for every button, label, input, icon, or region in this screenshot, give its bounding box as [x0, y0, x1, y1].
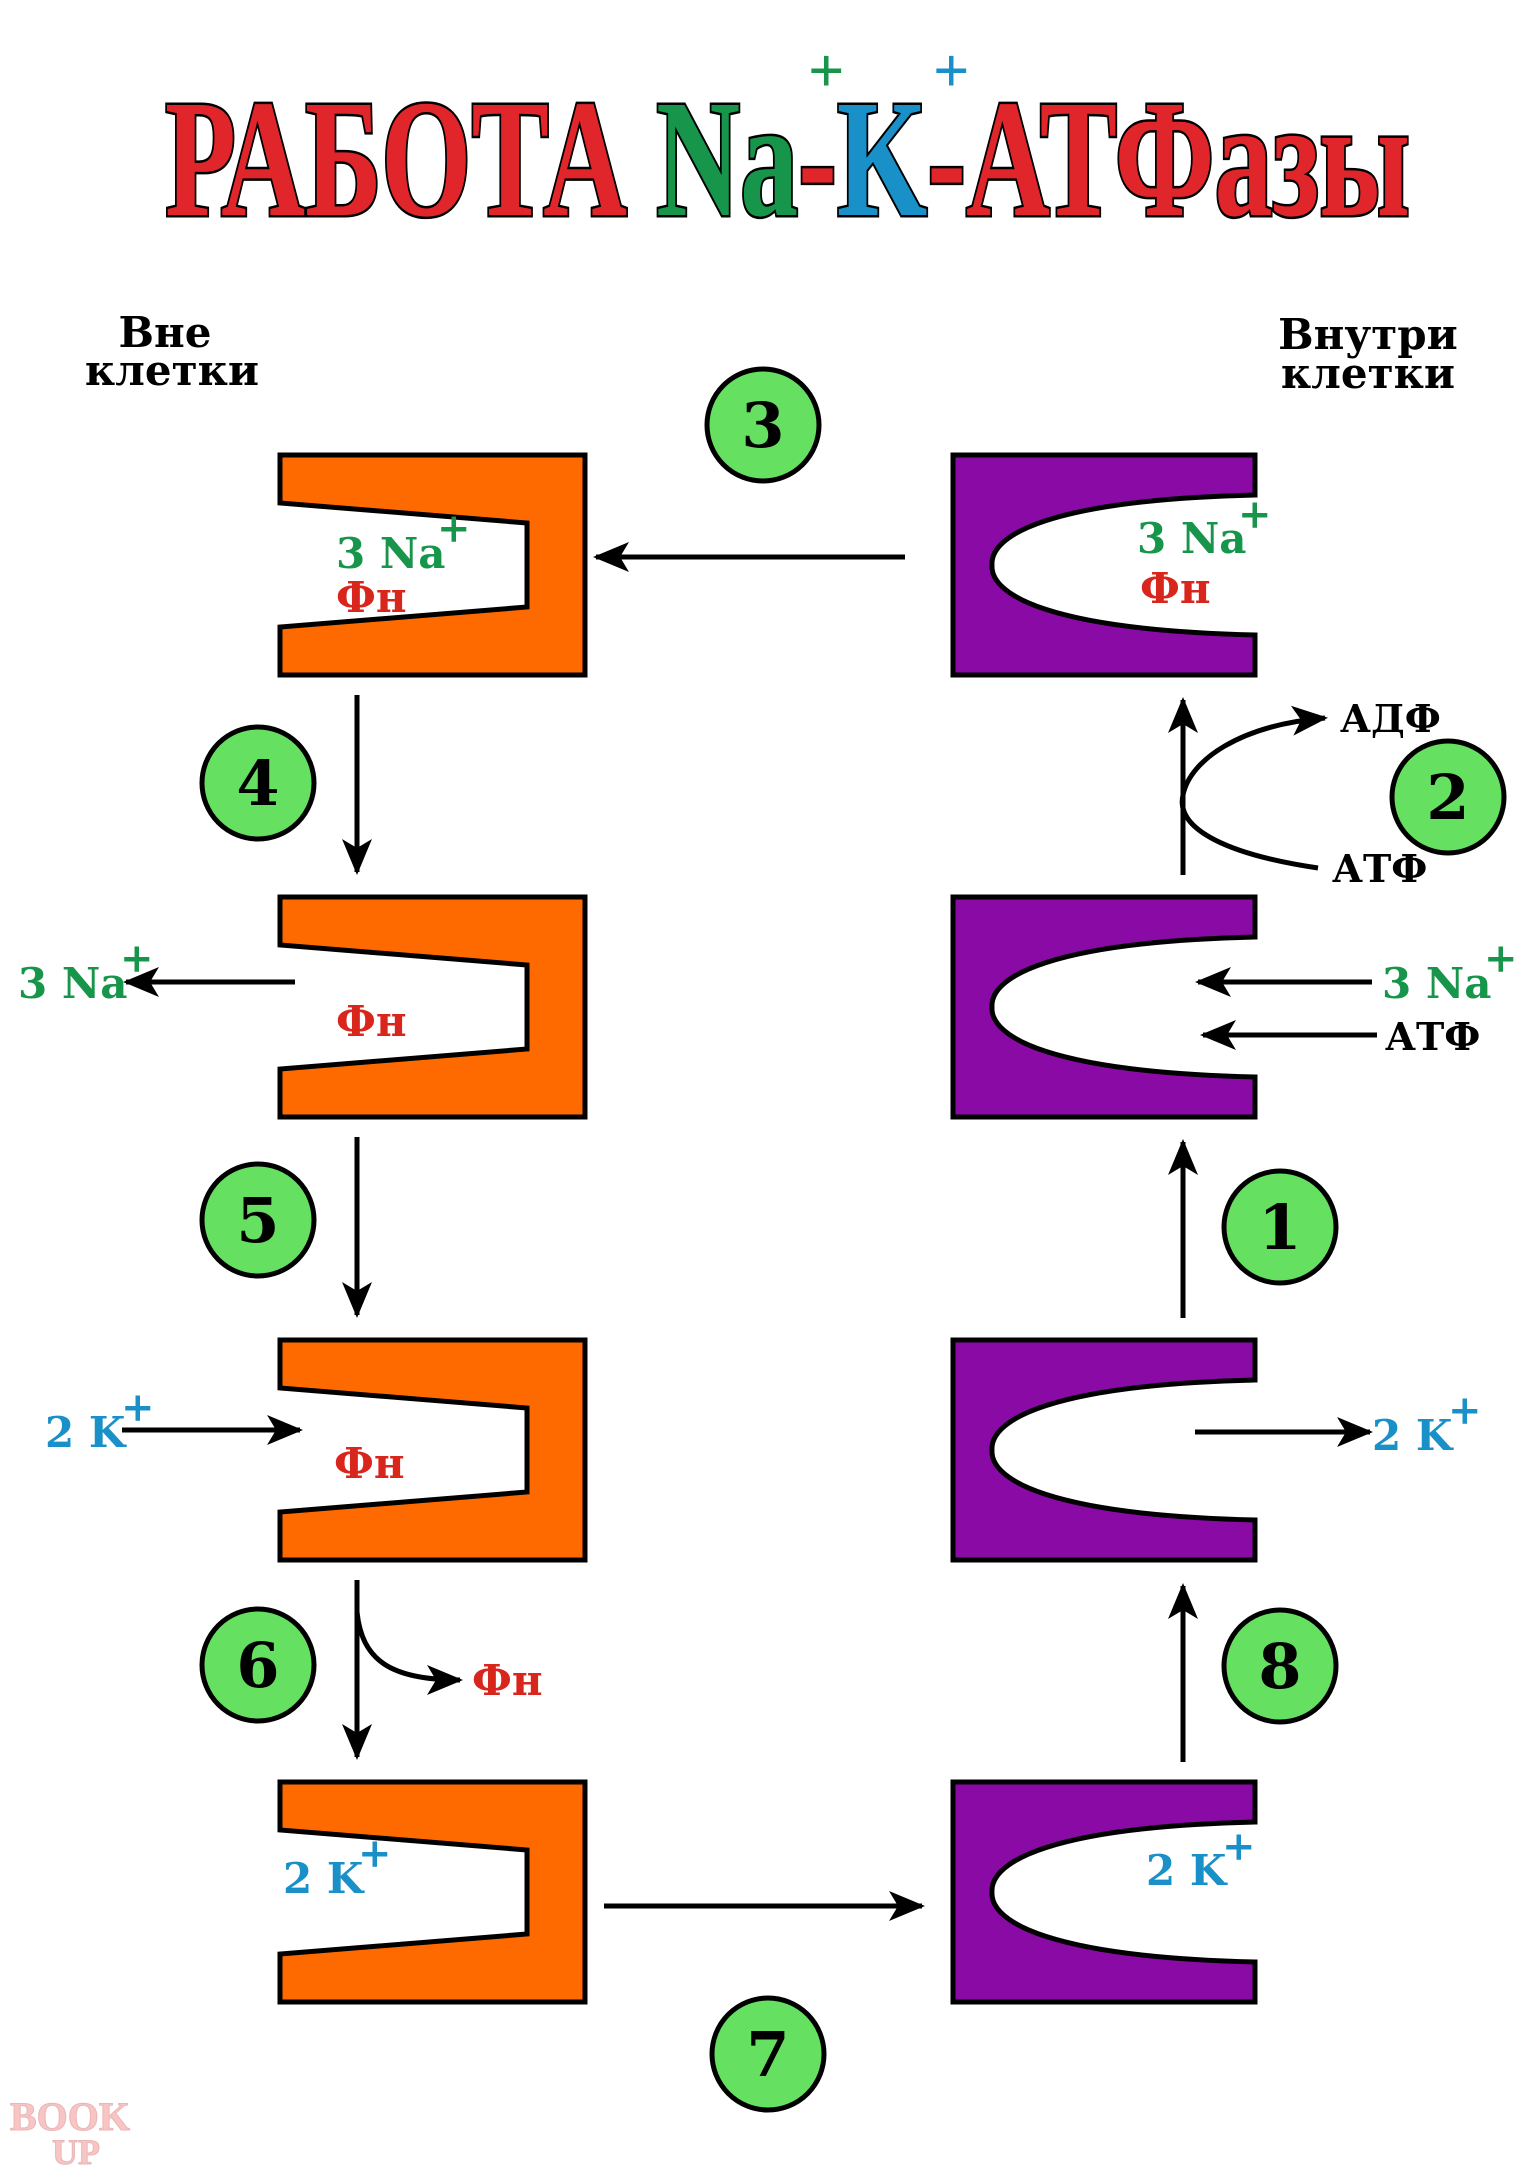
inside-label-line2: клетки [1281, 349, 1455, 398]
title-part1: РАБОТА [165, 66, 656, 252]
arrow-step2-atp-adp [1179, 705, 1328, 871]
outside-form-2 [277, 894, 588, 1120]
watermark-logo: BOOK UP [6, 2094, 162, 2168]
inside-form-2 [950, 894, 1258, 1120]
title-dash2: - [927, 66, 966, 252]
phosphate-label-if1: Фн [1140, 564, 1211, 613]
k-entering-label: 2 K [45, 1408, 127, 1457]
svg-text:8: 8 [1258, 1630, 1301, 1703]
svg-text:РАБОТА Na-K-АТФазы: РАБОТА Na-K-АТФазы [165, 66, 1410, 252]
k-plus-if4: + [1222, 1823, 1256, 1870]
svg-text:5: 5 [236, 1184, 279, 1257]
phosphate-label-of3: Фн [334, 1439, 405, 1488]
na-entering-plus: + [1484, 935, 1518, 982]
step-circle-4: 4 [199, 724, 317, 842]
phosphate-label-of1: Фн [336, 573, 407, 622]
inside-label-line1: Внутри [1278, 310, 1458, 359]
svg-text:UP: UP [52, 2132, 100, 2168]
na-released-label: 3 Na [18, 959, 127, 1008]
arrow-step6-phosphate-release [354, 1611, 463, 1695]
svg-text:1: 1 [1258, 1191, 1301, 1264]
step-circle-7: 7 [709, 1995, 827, 2113]
svg-text:7: 7 [746, 2018, 789, 2091]
svg-text:2: 2 [1426, 761, 1469, 834]
k-label-if4: 2 K [1146, 1846, 1228, 1895]
svg-text:4: 4 [236, 747, 279, 820]
k-label-of4: 2 K [283, 1854, 365, 1903]
title-rest: АТФазы [966, 66, 1410, 252]
na-entering-label: 3 Na [1382, 959, 1491, 1008]
atp-label-step2: АТФ [1332, 846, 1427, 891]
cycle-arrows [122, 542, 1377, 1921]
step-circle-5: 5 [199, 1161, 317, 1279]
phosphate-released-label: Фн [472, 1656, 543, 1705]
title-dash1: - [798, 66, 837, 252]
na-released-plus: + [120, 935, 154, 982]
na-label-if1: 3 Na [1137, 514, 1246, 563]
k-entering-plus: + [121, 1384, 155, 1431]
adp-label: АДФ [1340, 696, 1441, 741]
atp-entering-label: АТФ [1385, 1014, 1480, 1059]
na-label-of1: 3 Na [336, 529, 445, 578]
svg-text:BOOK: BOOK [10, 2094, 130, 2139]
outside-form-3 [277, 1337, 588, 1563]
title-na-charge: + [808, 35, 844, 106]
inside-form-1 [950, 452, 1258, 678]
k-released-label: 2 K [1372, 1411, 1454, 1460]
outside-form-1 [277, 452, 588, 678]
outside-form-4 [277, 1779, 588, 2005]
na-plus-if1: + [1238, 491, 1272, 538]
step-circle-3: 3 [704, 366, 822, 484]
outside-label-line2: клетки [85, 346, 259, 395]
inside-form-3 [950, 1337, 1258, 1563]
step-circle-8: 8 [1221, 1607, 1339, 1725]
title-na: Na [656, 66, 798, 252]
title: РАБОТА Na-K-АТФазы + + [163, 35, 1413, 255]
svg-text:6: 6 [236, 1629, 279, 1702]
step-circle-1: 1 [1221, 1168, 1339, 1286]
svg-text:3: 3 [741, 389, 784, 462]
title-k: K [837, 66, 927, 252]
k-plus-of4: + [358, 1830, 392, 1877]
inside-form-4 [950, 1779, 1258, 2005]
phosphate-label-of2: Фн [336, 997, 407, 1046]
step-circle-6: 6 [199, 1606, 317, 1724]
k-released-plus: + [1448, 1387, 1482, 1434]
title-k-charge: + [933, 35, 969, 106]
step-circle-2: 2 [1389, 738, 1507, 856]
na-plus-of1: + [437, 505, 471, 552]
outside-label-line1: Вне [119, 308, 212, 357]
